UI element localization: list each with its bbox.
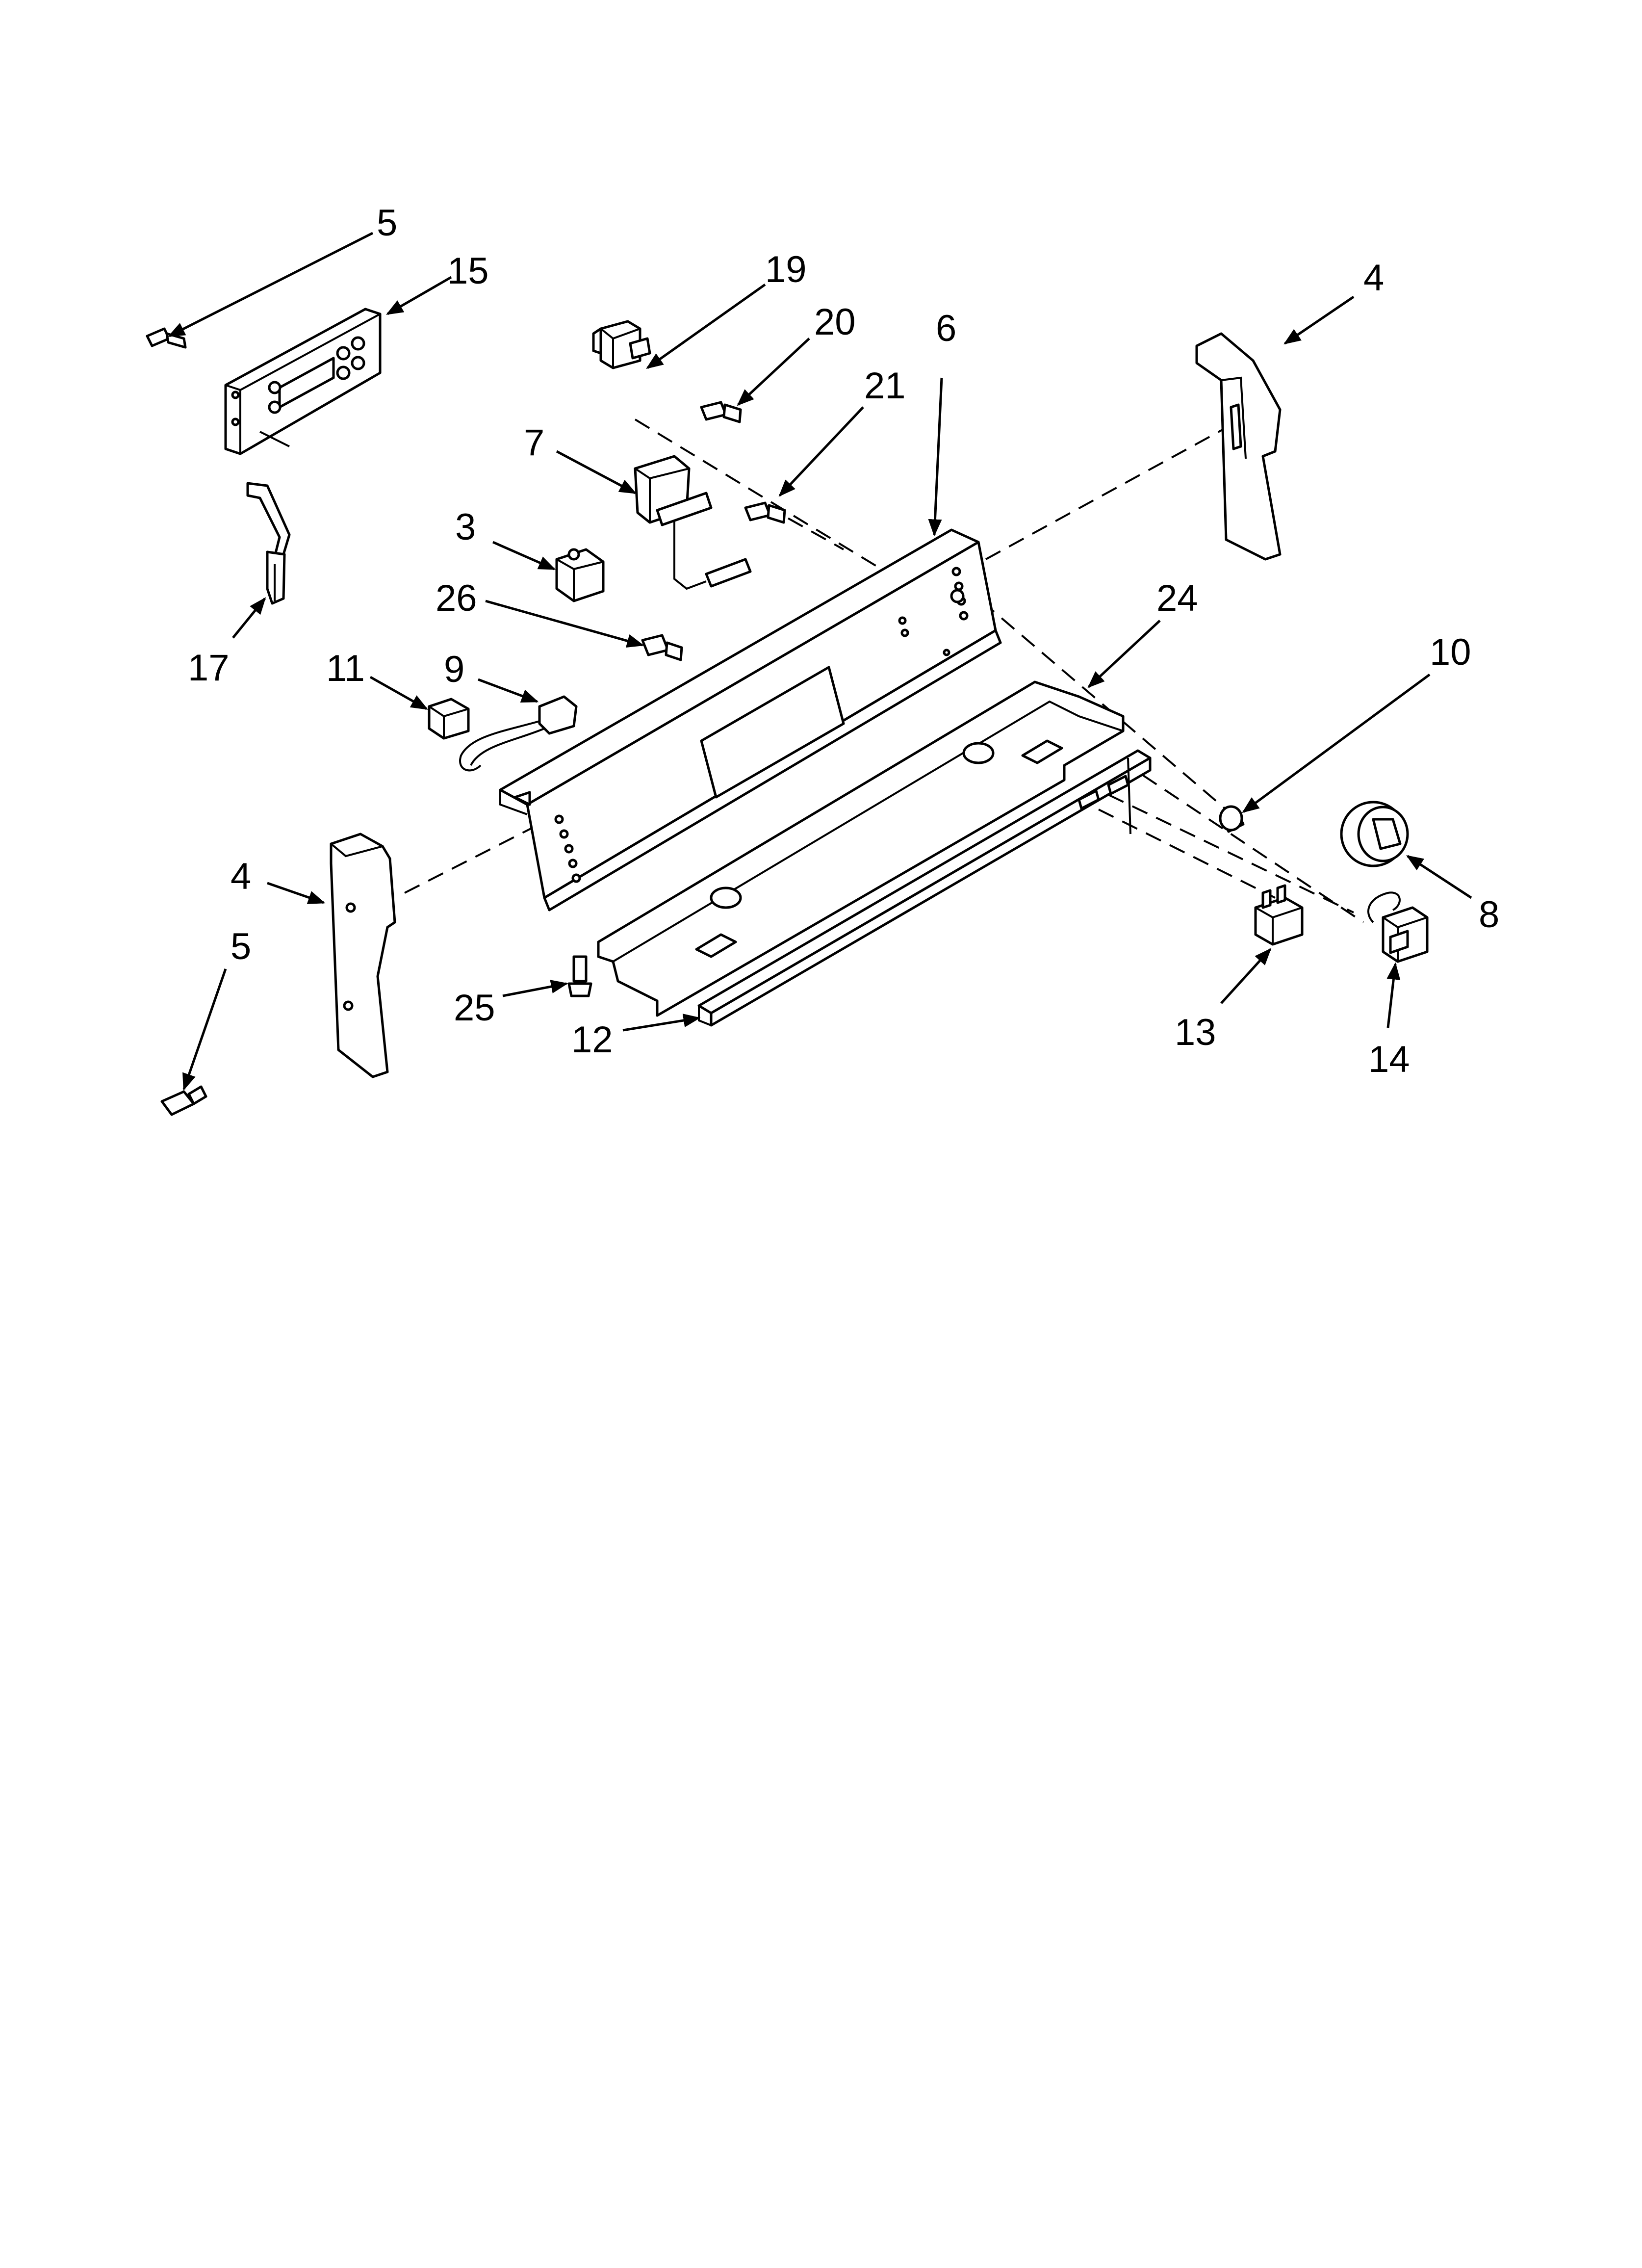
screw-part-20[interactable] <box>700 401 742 423</box>
callout-5-lower: 5 <box>231 926 251 967</box>
callout-21: 21 <box>864 365 906 407</box>
callout-15: 15 <box>447 250 489 292</box>
callout-13: 13 <box>1175 1012 1216 1053</box>
knob-part-8[interactable] <box>1340 801 1409 867</box>
screw-part-25[interactable] <box>567 955 592 997</box>
screw-part-5-upper[interactable] <box>146 327 187 349</box>
callout-24: 24 <box>1156 577 1198 619</box>
connector-part-11[interactable] <box>428 698 470 740</box>
callout-6: 6 <box>936 308 956 349</box>
switch-part-3[interactable] <box>555 548 605 602</box>
callout-12: 12 <box>571 1019 613 1061</box>
leader-lines <box>167 232 1472 1091</box>
end-cap-part-4-left[interactable] <box>330 833 396 1078</box>
wire-bracket-part-17[interactable] <box>246 482 291 605</box>
screw-part-26[interactable] <box>641 634 683 661</box>
callout-20: 20 <box>814 301 856 343</box>
button-cap-part-10[interactable] <box>1219 805 1245 833</box>
control-panel-part-6[interactable] <box>499 528 1002 912</box>
callout-17: 17 <box>188 647 230 689</box>
callout-8: 8 <box>1479 894 1499 936</box>
switch-part-19[interactable] <box>592 320 651 369</box>
callout-4-right: 4 <box>1363 257 1384 299</box>
callout-4-left: 4 <box>231 856 251 897</box>
callout-7: 7 <box>524 422 544 464</box>
callout-9: 9 <box>444 649 464 690</box>
screw-part-5-lower[interactable] <box>160 1085 207 1116</box>
callout-5-upper: 5 <box>377 202 397 244</box>
bottom-rail-part-12[interactable] <box>697 749 1152 1027</box>
control-board-part-15[interactable] <box>224 308 382 455</box>
switch-part-14[interactable] <box>1367 891 1429 963</box>
callout-3: 3 <box>455 506 476 548</box>
wire-connector-part-9[interactable] <box>459 695 578 772</box>
callout-25: 25 <box>454 987 495 1029</box>
callout-19: 19 <box>765 249 807 290</box>
end-cap-part-4-right[interactable] <box>1195 332 1282 561</box>
callout-labels: 5 15 19 20 21 6 4 7 3 26 17 11 9 24 10 8… <box>188 202 1499 1080</box>
callout-11: 11 <box>326 648 365 689</box>
callout-10: 10 <box>1430 631 1471 673</box>
callout-14: 14 <box>1368 1039 1410 1080</box>
switch-part-13[interactable] <box>1254 884 1304 946</box>
callout-26: 26 <box>436 577 477 619</box>
mounting-plate-part-24[interactable] <box>597 680 1125 1017</box>
switch-part-7[interactable] <box>634 455 752 590</box>
screw-part-21[interactable] <box>744 501 786 524</box>
